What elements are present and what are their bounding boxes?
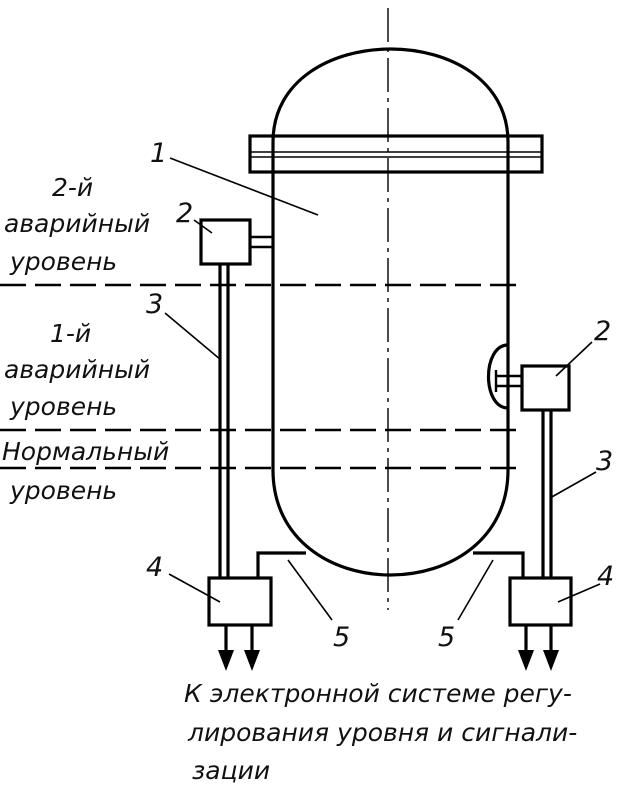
leader-1 <box>169 157 319 216</box>
level-first-label-3: уровень <box>9 392 117 421</box>
marker-unit-left: 4 <box>146 552 163 583</box>
caption-line-1: К электронной системе регу- <box>184 679 572 708</box>
pipe-right <box>473 551 525 578</box>
leader-5-right <box>457 559 494 621</box>
leader-4-right <box>557 583 601 603</box>
unit-right <box>508 576 573 627</box>
arrow-down-icon <box>543 650 559 671</box>
level-first-label-1: 1-й <box>50 319 91 348</box>
caption-line-3: зации <box>192 756 270 785</box>
level-second-label-1: 2-й <box>52 173 93 202</box>
sensor-left <box>199 218 252 266</box>
vessel-body <box>271 47 510 577</box>
leader-4-left <box>168 573 221 603</box>
vessel-flange <box>248 134 544 174</box>
level-normal-label-1: Нормальный <box>2 437 169 466</box>
sensor-right-mount <box>487 343 509 410</box>
caption-line-2: лирования уровня и сигнали- <box>187 718 577 747</box>
level-second-label-2: аварийный <box>4 209 150 238</box>
level-first-label-2: аварийный <box>4 355 150 384</box>
leader-2-left <box>193 219 213 234</box>
marker-pipe-left: 5 <box>333 622 350 653</box>
leader-5-left <box>287 559 333 621</box>
arrow-down-icon <box>518 650 534 671</box>
arrow-down-icon <box>218 650 234 671</box>
leader-3-left <box>164 312 222 361</box>
leader-2-right <box>555 341 593 377</box>
marker-line-right: 3 <box>596 446 613 477</box>
marker-line-left: 3 <box>146 289 163 320</box>
arrow-down-icon <box>244 650 260 671</box>
pipe-left <box>256 551 306 578</box>
marker-unit-right: 4 <box>597 561 614 592</box>
leader-3-right <box>549 471 597 499</box>
marker-sensor-left: 2 <box>176 198 193 229</box>
unit-left <box>207 576 273 627</box>
level-second-label-3: уровень <box>9 247 117 276</box>
sensor-right <box>520 364 571 412</box>
marker-pipe-right: 5 <box>438 622 455 653</box>
marker-vessel: 1 <box>150 138 167 169</box>
level-normal-label-2: уровень <box>9 476 117 505</box>
marker-sensor-right: 2 <box>594 316 611 347</box>
